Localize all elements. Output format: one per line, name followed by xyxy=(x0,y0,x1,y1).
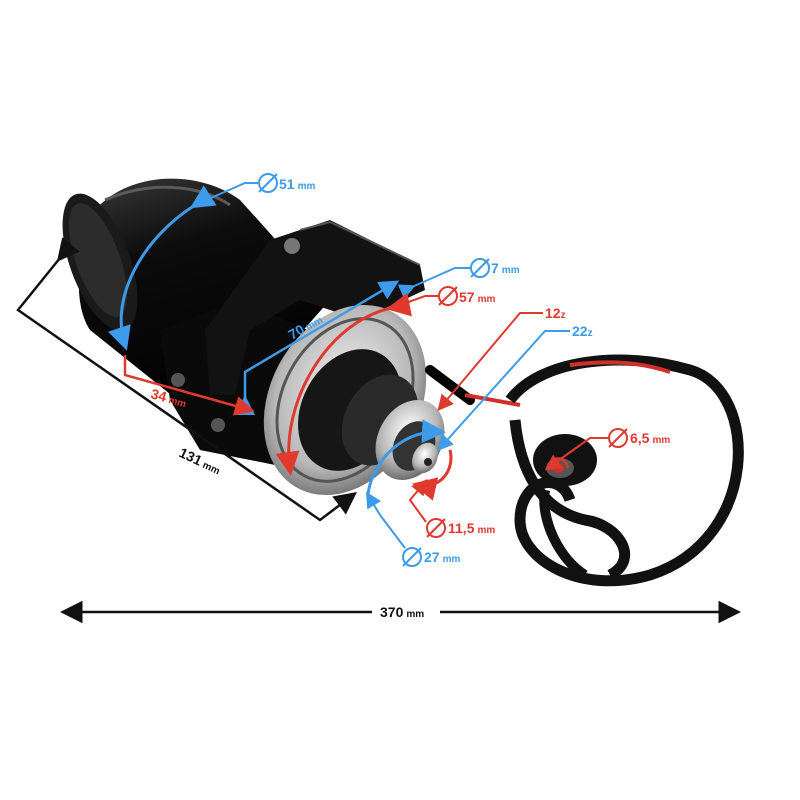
label-12z: 12z xyxy=(545,305,566,321)
diameter-icon-27 xyxy=(402,547,422,567)
label-34: 34mm xyxy=(149,385,188,410)
label-22z: 22z xyxy=(572,323,593,339)
diameter-icon-11-5 xyxy=(426,518,446,538)
diameter-icon-51 xyxy=(258,173,278,193)
diameter-icon-6-5 xyxy=(608,428,628,448)
motor-photo xyxy=(62,178,744,587)
diameter-icon-57 xyxy=(438,286,458,306)
diameter-icon-7 xyxy=(470,258,490,278)
